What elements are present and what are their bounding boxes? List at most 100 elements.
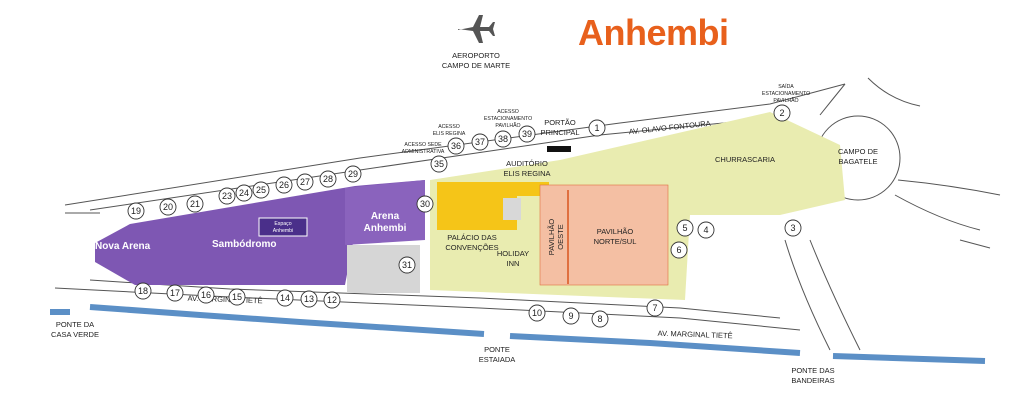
gate-number: 4	[703, 225, 708, 235]
gate-circle	[773, 104, 791, 122]
gate-9: 9	[562, 307, 580, 325]
label-marginal-1: AV. MARGINAL TIETÊ	[187, 294, 262, 306]
label-acesso-est-2: ESTACIONAMENTO	[484, 116, 532, 122]
gate-circle	[676, 219, 694, 237]
gate-23: 23	[218, 187, 236, 205]
label-arena-2: Anhembi	[364, 223, 407, 234]
gate-number: 13	[304, 294, 314, 304]
label-nova-arena: Nova Arena	[95, 241, 151, 252]
gate-37: 37	[471, 133, 489, 151]
gate-circle	[166, 284, 184, 302]
gate-13: 13	[300, 290, 318, 308]
gate-38: 38	[494, 130, 512, 148]
gate-24: 24	[235, 184, 253, 202]
portao-principal-mark	[547, 146, 571, 152]
gate-number: 18	[138, 286, 148, 296]
gate-number: 35	[434, 159, 444, 169]
gate-number: 10	[532, 308, 542, 318]
gate-circle	[430, 155, 448, 173]
label-acesso-sede-1: ACESSO SEDE	[404, 142, 442, 148]
gate-5: 5	[676, 219, 694, 237]
brand-logo: Anhembi	[578, 12, 729, 53]
gate-circle	[447, 137, 465, 155]
label-portao-2: PRINCIPAL	[540, 128, 579, 137]
label-palacio-1: PALÁCIO DAS	[447, 233, 496, 242]
label-acesso-elis-1: ACESSO	[438, 124, 460, 130]
label-acesso-est-1: ACESSO	[497, 109, 519, 115]
gate-circle	[518, 125, 536, 143]
gate-3: 3	[784, 219, 802, 237]
gate-number: 24	[239, 188, 249, 198]
gate-16: 16	[197, 286, 215, 304]
label-sambodromo: Sambódromo	[212, 239, 276, 250]
gate-circle	[134, 282, 152, 300]
label-holiday-1: HOLIDAY	[497, 249, 529, 258]
gate-number: 2	[779, 108, 784, 118]
label-oeste-2: OESTE	[556, 224, 565, 249]
gate-circle	[186, 195, 204, 213]
gate-number: 28	[323, 174, 333, 184]
label-espaco-1: Espaço	[274, 221, 291, 227]
airport-label-2: CAMPO DE MARTE	[442, 61, 510, 70]
label-ponte-cv-2: CASA VERDE	[51, 330, 99, 339]
label-ponte-band-2: BANDEIRAS	[791, 376, 834, 385]
gate-29: 29	[344, 165, 362, 183]
gate-2: 2	[773, 104, 791, 122]
gate-number: 36	[451, 141, 461, 151]
gate-25: 25	[252, 181, 270, 199]
gate-number: 6	[676, 245, 681, 255]
gate-number: 8	[597, 314, 602, 324]
gate-circle	[562, 307, 580, 325]
gate-circle	[591, 310, 609, 328]
label-auditorio-2: ELIS REGINA	[503, 169, 550, 178]
label-palacio-2: CONVENÇÕES	[445, 243, 498, 252]
label-holiday-2: INN	[507, 259, 520, 268]
label-saida-1: SAÍDA	[778, 83, 794, 90]
river-tiete	[50, 304, 986, 364]
gate-circle	[494, 130, 512, 148]
gate-number: 17	[170, 288, 180, 298]
label-ponte-est-1: PONTE	[484, 345, 510, 354]
gate-36: 36	[447, 137, 465, 155]
gate-circle	[127, 202, 145, 220]
gate-circle	[197, 286, 215, 304]
auditorio-elis-regina	[502, 182, 549, 196]
gate-circle	[588, 119, 606, 137]
gate-number: 1	[594, 123, 599, 133]
gate-circle	[252, 181, 270, 199]
gate-number: 5	[682, 223, 687, 233]
gate-19: 19	[127, 202, 145, 220]
airport-label-1: AEROPORTO	[452, 51, 500, 60]
gate-circle	[228, 288, 246, 306]
gate-circle	[159, 198, 177, 216]
label-arena-1: Arena	[371, 211, 400, 222]
gate-number: 3	[790, 223, 795, 233]
gate-number: 16	[201, 290, 211, 300]
gate-39: 39	[518, 125, 536, 143]
gate-circle	[296, 173, 314, 191]
gate-28: 28	[319, 170, 337, 188]
label-saida-3: PAVILHÃO	[773, 97, 798, 104]
gate-number: 7	[652, 303, 657, 313]
label-portao-1: PORTÃO	[544, 118, 576, 127]
gate-number: 29	[348, 169, 358, 179]
gate-31: 31	[398, 256, 416, 274]
gate-number: 14	[280, 293, 290, 303]
gate-number: 26	[279, 180, 289, 190]
gate-number: 39	[522, 129, 532, 139]
gate-circle	[697, 221, 715, 239]
gate-number: 15	[232, 292, 242, 302]
gate-circle	[646, 299, 664, 317]
gate-circle	[275, 176, 293, 194]
gate-number: 12	[327, 295, 337, 305]
label-auditorio-1: AUDITÓRIO	[506, 159, 548, 168]
gate-number: 31	[402, 260, 412, 270]
gate-21: 21	[186, 195, 204, 213]
gate-circle	[784, 219, 802, 237]
gate-10: 10	[528, 304, 546, 322]
espaco-anhembi-box	[258, 217, 308, 237]
pavilhao-area	[539, 184, 669, 286]
gate-number: 37	[475, 137, 485, 147]
gate-35: 35	[430, 155, 448, 173]
